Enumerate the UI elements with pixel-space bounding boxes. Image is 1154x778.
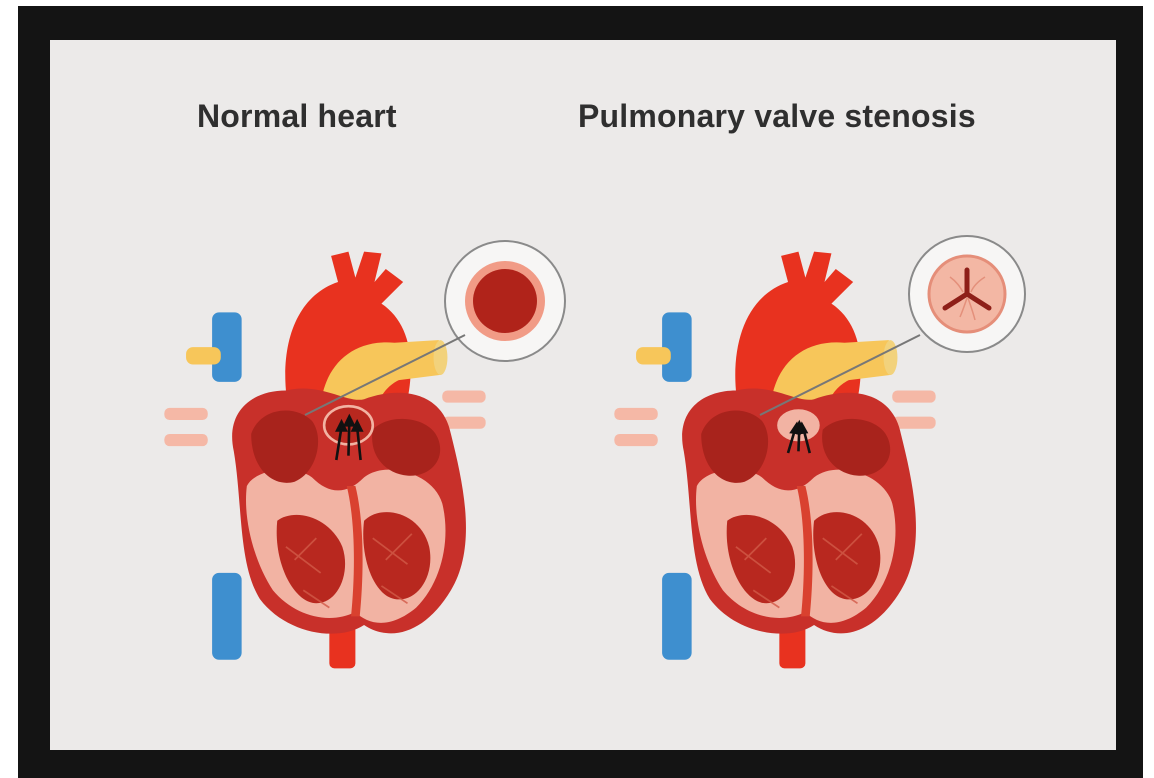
normal-callout-line: [300, 330, 470, 420]
stenosis-heart-title: Pulmonary valve stenosis: [578, 98, 976, 135]
stenosis-callout-line: [755, 330, 925, 420]
stenosis-heart-illustration: [610, 240, 940, 680]
normal-heart-title: Normal heart: [197, 98, 397, 135]
